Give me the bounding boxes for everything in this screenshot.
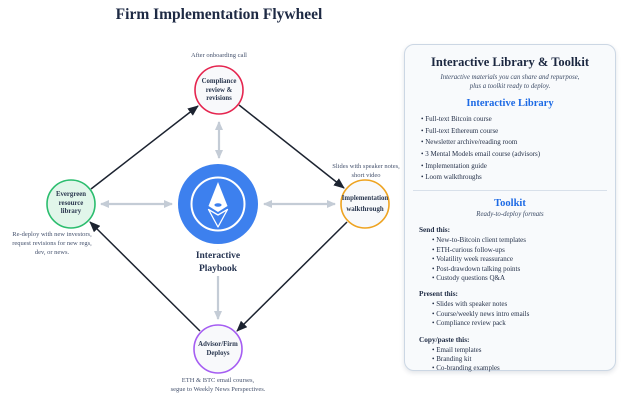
library-item: Full-text Ethereum course	[421, 126, 601, 138]
toolkit-item: New-to-Bitcoin client templates	[432, 236, 601, 245]
cycle-arrow-left-to-top	[90, 105, 199, 190]
cycle-arrow-bottom-to-left	[89, 221, 201, 332]
playbook-label: Interactive Playbook	[180, 250, 256, 276]
toolkit-group-present: Slides with speaker notes Course/weekly …	[432, 300, 601, 328]
panel-divider	[413, 189, 607, 191]
library-toolkit-panel: Interactive Library & Toolkit Interactiv…	[404, 44, 616, 374]
ethereum-icon	[207, 182, 229, 228]
evergreen-node-label: Evergreen resource library	[55, 191, 87, 216]
toolkit-item: Post-drawdown talking points	[432, 265, 601, 274]
implementation-node-label: Implementation walkthrough	[341, 195, 389, 213]
library-item: Loom walkthroughs	[421, 172, 601, 184]
deploys-node-circle[interactable]	[193, 324, 243, 374]
deploys-caption: ETH & BTC email courses, segue to Weekly…	[170, 377, 266, 393]
compliance-caption: After onboarding call	[191, 52, 247, 59]
compliance-node-label: Compliance review & revisions	[201, 78, 237, 103]
playbook-hub[interactable]	[178, 164, 258, 244]
evergreen-node-circle[interactable]	[46, 179, 96, 229]
toolkit-item: Branding kit	[432, 355, 601, 364]
compliance-node-circle[interactable]	[194, 65, 244, 115]
library-item: Newsletter archive/reading room	[421, 137, 601, 149]
evergreen-caption: Re-deploy with new investors, request re…	[12, 231, 92, 256]
deploys-node-label: Advisor/Firm Deploys	[198, 341, 238, 357]
cycle-arrow-right-to-bottom	[236, 221, 348, 332]
implementation-node-circle[interactable]	[340, 179, 390, 229]
toolkit-item: ETH-curious follow-ups	[432, 246, 601, 255]
implementation-caption: Slides with speaker notes, short video	[332, 163, 400, 179]
toolkit-heading: Toolkit	[494, 197, 526, 209]
toolkit-item: Volatility week reassurance	[432, 255, 601, 264]
toolkit-item: Email templates	[432, 346, 601, 355]
playbook-ring	[190, 176, 246, 232]
toolkit-subheading: Ready-to-deploy formats	[476, 210, 544, 218]
toolkit-group-copy: Email templates Branding kit Co-branding…	[432, 346, 601, 374]
panel-subtitle: Interactive materials you can share and …	[440, 74, 580, 90]
toolkit-group-send: New-to-Bitcoin client templates ETH-curi…	[432, 236, 601, 283]
toolkit-item: Custody questions Q&A	[432, 274, 601, 283]
toolkit-group-label-present: Present this:	[419, 289, 458, 299]
panel-title: Interactive Library & Toolkit	[431, 55, 589, 69]
toolkit-item: Slides with speaker notes	[432, 300, 601, 309]
cycle-arrows	[89, 104, 348, 332]
toolkit-group-label-copy: Copy/paste this:	[419, 334, 470, 344]
cycle-arrow-top-to-right	[238, 104, 345, 189]
toolkit-item: Course/weekly news intro emails	[432, 310, 601, 319]
library-list: Full-text Bitcoin course Full-text Ether…	[421, 114, 601, 184]
library-item: 3 Mental Models email course (advisors)	[421, 149, 601, 161]
flywheel-diagram	[46, 65, 390, 374]
library-item: Full-text Bitcoin course	[421, 114, 601, 126]
library-heading: Interactive Library	[466, 98, 554, 110]
page-title: Firm Implementation Flywheel	[115, 6, 323, 23]
library-item: Implementation guide	[421, 161, 601, 173]
toolkit-group-label-send: Send this:	[419, 225, 451, 235]
toolkit-item: Compliance review pack	[432, 319, 601, 328]
toolkit-item: Co-branding examples	[432, 364, 601, 373]
